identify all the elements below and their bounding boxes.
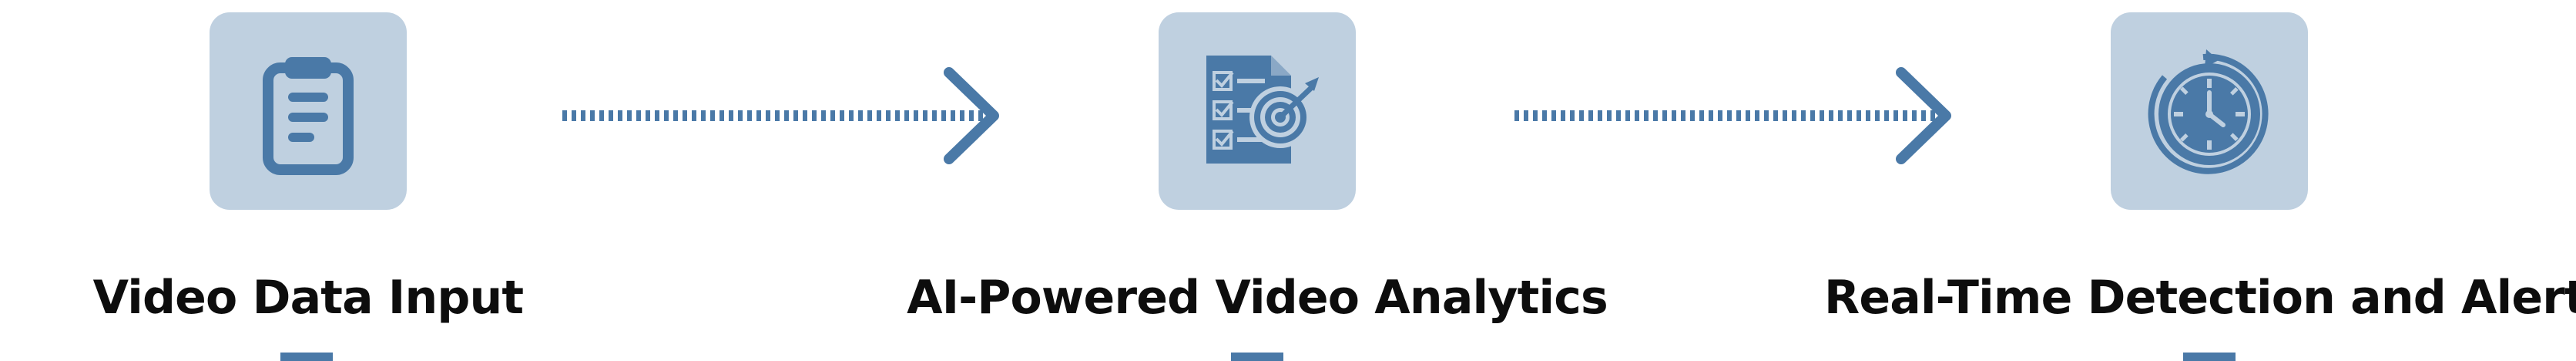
step-real-time-detection-and-alerts: Real-Time Detection and Alerts [1824,0,2576,361]
stopwatch-icon [2111,12,2308,210]
step-underline [2183,353,2236,361]
icon-tile [210,12,407,210]
icon-tile [1159,12,1356,210]
step-label: Real-Time Detection and Alerts [1824,271,2576,325]
checklist-target-icon [1159,12,1356,210]
step-label: Video Data Input [92,271,524,325]
icon-tile [2111,12,2308,210]
step-ai-powered-video-analytics: AI-Powered Video Analytics [872,0,1642,361]
arrow-connector [1511,62,1958,170]
step-underline [280,353,333,361]
arrow-connector [559,62,1006,170]
step-underline [1231,353,1283,361]
step-video-data-input: Video Data Input [0,0,693,361]
step-label: AI-Powered Video Analytics [907,271,1608,325]
clipboard-icon [210,12,407,210]
